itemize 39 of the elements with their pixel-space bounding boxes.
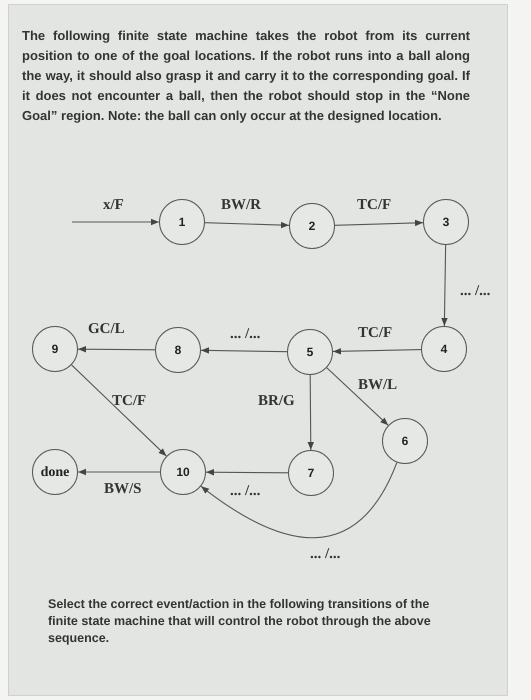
arrow [200,462,398,538]
arrow [78,346,155,352]
state-label: 1 [178,214,186,231]
arrow [72,218,159,226]
question-text: The following finite state machine takes the robot from its current position to one of the goal locations. If the robot runs into a ball along the way, it should also grasp it and carry it to the corresponding goal. If it does not encounter a ball, then the robot should stop in the “None Goal” region. Note: the ball can only occur at the designed location. [22,27,470,125]
arrow [326,367,389,426]
edge-label: GC/L [88,320,125,338]
arrow [204,222,290,228]
arrow [334,220,424,226]
edge-label: x/F [103,196,124,214]
state-label: 5 [306,344,314,361]
edge-label: BW/L [358,376,398,394]
edge-label: TC/F [357,196,392,214]
arrow [441,244,448,326]
state-label: 10 [176,464,190,481]
edge-label: BR/G [258,392,295,410]
state-label: 3 [442,214,450,231]
state-label: 2 [308,218,316,235]
arrow [332,348,422,354]
state-label: done [40,464,70,482]
arrow [78,468,160,476]
edge-label: ... /... [310,545,340,563]
arrow [206,469,288,476]
edge-label: ... /... [460,282,490,300]
edge-label: BW/R [221,196,262,214]
state-label: 6 [402,433,408,450]
edge-label: ... /... [230,325,260,343]
arrow [200,347,288,354]
state-label: 9 [52,341,58,358]
edge-label: BW/S [104,480,142,498]
edge-label: TC/F [112,392,146,410]
caption-text: Select the correct event/action in the following transitions of the finite state machine that will control the robot through the above sequence. [48,596,432,647]
edge-label: TC/F [358,324,392,342]
state-label: 4 [440,341,448,358]
edge-label: ... /... [230,482,260,500]
state-label: 7 [308,465,314,482]
arrow [71,364,167,456]
arrow [308,375,314,450]
state-label: 8 [174,342,182,359]
